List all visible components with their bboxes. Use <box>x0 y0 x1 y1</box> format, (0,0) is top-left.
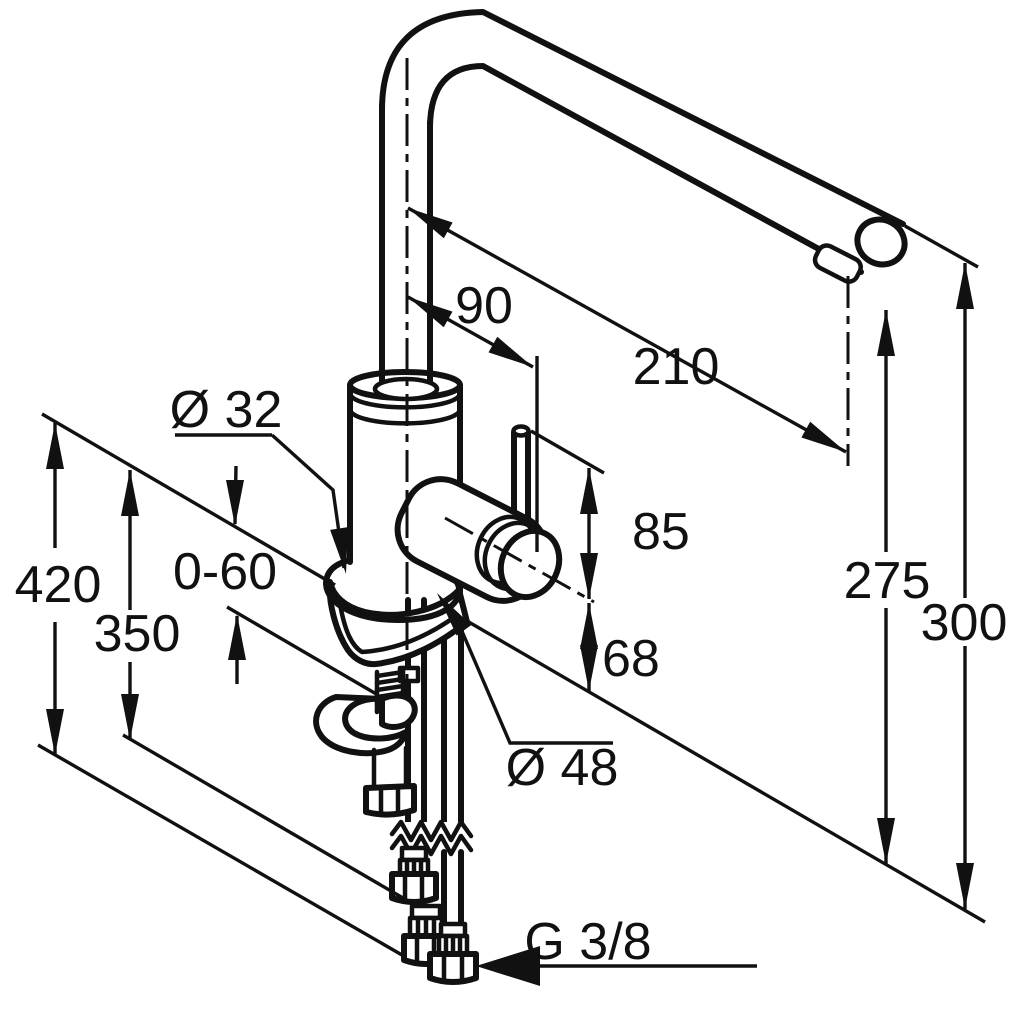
hose-connectors <box>389 845 479 985</box>
counter-top-line-right <box>466 619 986 924</box>
dim-275-label: 275 <box>844 552 931 610</box>
dim-420-label: 420 <box>15 556 102 614</box>
dim-350-label: 350 <box>94 605 181 663</box>
handle-axis-centerline <box>444 516 595 604</box>
hose-break-symbol <box>388 819 475 857</box>
faucet-spout <box>379 9 979 284</box>
dimensions: 420 350 0-60 Ø 32 90 210 85 <box>15 206 1008 986</box>
counter-bottom-line-left <box>226 605 379 697</box>
dim-210-label: 210 <box>633 338 720 396</box>
mounting-hardware <box>313 665 421 818</box>
ext-line-85 <box>530 429 605 475</box>
spout-outlet <box>854 216 908 268</box>
hose-end-ref-350 <box>122 733 404 900</box>
dia-48-label: Ø 48 <box>506 739 619 797</box>
dim-0-60-label: 0-60 <box>173 543 277 601</box>
dim-68-label: 68 <box>602 630 660 688</box>
clamp-bracket <box>313 694 409 757</box>
centerlines <box>405 58 850 700</box>
mounting-nut <box>363 783 417 818</box>
dim-90-label: 90 <box>455 277 513 335</box>
handle-assembly <box>394 424 563 604</box>
dia-32-label: Ø 32 <box>170 381 283 439</box>
dim-300-label: 300 <box>921 594 1008 652</box>
aerator <box>812 243 863 284</box>
hose-end-ref-420 <box>37 743 403 957</box>
dim-85-label: 85 <box>632 503 690 561</box>
faucet-body <box>323 102 463 623</box>
lever-pin-cap <box>511 424 531 438</box>
reference-lines <box>37 356 986 957</box>
hose-nut-lower <box>427 951 479 985</box>
hose-nut-upper <box>389 871 439 905</box>
base-plate <box>326 579 470 668</box>
thread-label: G 3/8 <box>524 913 651 971</box>
counter-top-line-left <box>41 412 336 587</box>
